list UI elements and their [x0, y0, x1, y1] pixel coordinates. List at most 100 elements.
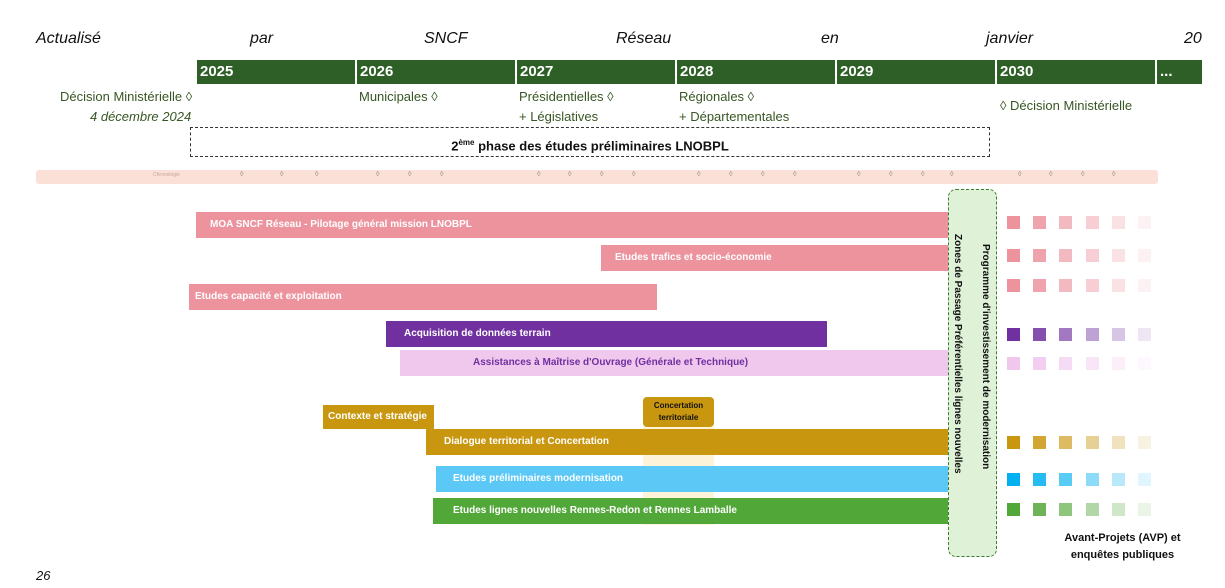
chronology-tick: ◊ — [568, 171, 572, 178]
fade-square — [1059, 357, 1072, 370]
fade-square — [1007, 279, 1020, 292]
fade-square — [1086, 357, 1099, 370]
chronology-tick: ◊ — [950, 171, 954, 178]
header-word-7: 20 — [1184, 30, 1202, 47]
fade-square — [1033, 503, 1046, 516]
fade-square — [1138, 328, 1151, 341]
event-decision-2024: Décision Ministérielle ◊ — [60, 89, 193, 104]
bar-lignes: Etudes lignes nouvelles Rennes-Redon et … — [433, 498, 948, 524]
fade-square — [1033, 249, 1046, 262]
chronology-tick: ◊ — [440, 171, 444, 178]
chronology-tick: ◊ — [408, 171, 412, 178]
fade-square — [1086, 249, 1099, 262]
fade-square — [1033, 473, 1046, 486]
year-2026: 2026 — [357, 60, 517, 84]
year-2028: 2028 — [677, 60, 837, 84]
fade-square — [1138, 216, 1151, 229]
fade-square — [1138, 473, 1151, 486]
bar-capacite: Etudes capacité et exploitation — [189, 284, 657, 310]
concertation-line2: territoriale — [658, 413, 699, 422]
fade-square — [1138, 357, 1151, 370]
fade-square — [1086, 473, 1099, 486]
chronology-tick: ◊ — [1018, 171, 1022, 178]
fade-square — [1112, 279, 1125, 292]
chronology-tick: ◊ — [1049, 171, 1053, 178]
chronology-tick: ◊ — [376, 171, 380, 178]
fade-square — [1007, 503, 1020, 516]
chronology-tick: ◊ — [632, 171, 636, 178]
chronology-strip — [36, 170, 1158, 184]
fade-square — [1059, 279, 1072, 292]
year-2027: 2027 — [517, 60, 677, 84]
fade-square — [1086, 436, 1099, 449]
fade-square — [1059, 216, 1072, 229]
fade-square — [1007, 328, 1020, 341]
fade-square — [1033, 436, 1046, 449]
fade-square — [1059, 473, 1072, 486]
bar-modernisation: Etudes préliminaires modernisation — [436, 466, 948, 492]
fade-square — [1086, 328, 1099, 341]
fade-square — [1138, 249, 1151, 262]
chronology-tick: ◊ — [315, 171, 319, 178]
bar-dialogue: Dialogue territorial et Concertation — [426, 429, 948, 455]
avp-label: Avant-Projets (AVP) et enquêtes publique… — [1064, 532, 1181, 561]
chronology-tick: ◊ — [793, 171, 797, 178]
event-municipales: Municipales ◊ — [359, 89, 438, 104]
header-word-3: SNCF — [424, 30, 468, 47]
fade-square — [1059, 249, 1072, 262]
fade-square — [1086, 279, 1099, 292]
fade-square — [1059, 436, 1072, 449]
event-presidentielles: Présidentielles ◊ — [519, 89, 614, 104]
event-legislatives: + Législatives — [519, 109, 599, 124]
year-2029: 2029 — [837, 60, 997, 84]
chronology-tick: ◊ — [729, 171, 733, 178]
fade-square — [1112, 328, 1125, 341]
header-word-4: Réseau — [616, 30, 672, 47]
chronology-tick: ◊ — [857, 171, 861, 178]
fade-square — [1007, 436, 1020, 449]
event-departementales: + Départementales — [679, 109, 790, 124]
bar-trafics: Etudes trafics et socio-économie — [601, 245, 948, 271]
fade-square — [1112, 473, 1125, 486]
year-2030: 2030 — [997, 60, 1157, 84]
chronology-tick: ◊ — [1112, 171, 1116, 178]
concertation-box: Concertation territoriale — [643, 397, 714, 427]
phase-text: phase des études préliminaires LNOBPL — [474, 138, 729, 154]
header-word-1: Actualisé — [36, 30, 101, 47]
fade-square — [1059, 503, 1072, 516]
phase-prefix: 2 — [451, 138, 459, 154]
chronology-tick: ◊ — [280, 171, 284, 178]
event-regionales: Régionales ◊ — [679, 89, 755, 104]
fade-square — [1007, 216, 1020, 229]
fade-square — [1059, 328, 1072, 341]
year-more: ... — [1157, 60, 1202, 84]
fade-square — [1112, 249, 1125, 262]
fade-square — [1112, 503, 1125, 516]
phase-box: 2ème phase des études préliminaires LNOB… — [190, 127, 990, 157]
chronology-tick: ◊ — [600, 171, 604, 178]
fade-square — [1086, 216, 1099, 229]
chronology-tick: ◊ — [537, 171, 541, 178]
chronology-tick: ◊ — [921, 171, 925, 178]
fade-square — [1138, 503, 1151, 516]
programme-label: Programme d'investissement de modernisat… — [980, 244, 991, 470]
year-2025: 2025 — [197, 60, 357, 84]
page-number: 26 — [36, 568, 51, 583]
fade-square — [1007, 473, 1020, 486]
chronology-tick: ◊ — [761, 171, 765, 178]
chronology-tick: ◊ — [889, 171, 893, 178]
fade-square — [1086, 503, 1099, 516]
bar-moa: MOA SNCF Réseau - Pilotage général missi… — [196, 212, 948, 238]
header-word-6: janvier — [986, 30, 1034, 47]
chronology-label: Chronologie — [153, 172, 180, 178]
fade-square — [1007, 357, 1020, 370]
fade-square — [1007, 249, 1020, 262]
concertation-line1: Concertation — [653, 401, 704, 410]
fade-square — [1033, 357, 1046, 370]
fade-square — [1033, 279, 1046, 292]
fade-square — [1138, 436, 1151, 449]
fade-square — [1112, 436, 1125, 449]
zones-label: Zones de Passage Préférentielles lignes … — [952, 234, 963, 474]
bar-contexte: Contexte et stratégie — [323, 405, 434, 429]
chronology-tick: ◊ — [1081, 171, 1085, 178]
